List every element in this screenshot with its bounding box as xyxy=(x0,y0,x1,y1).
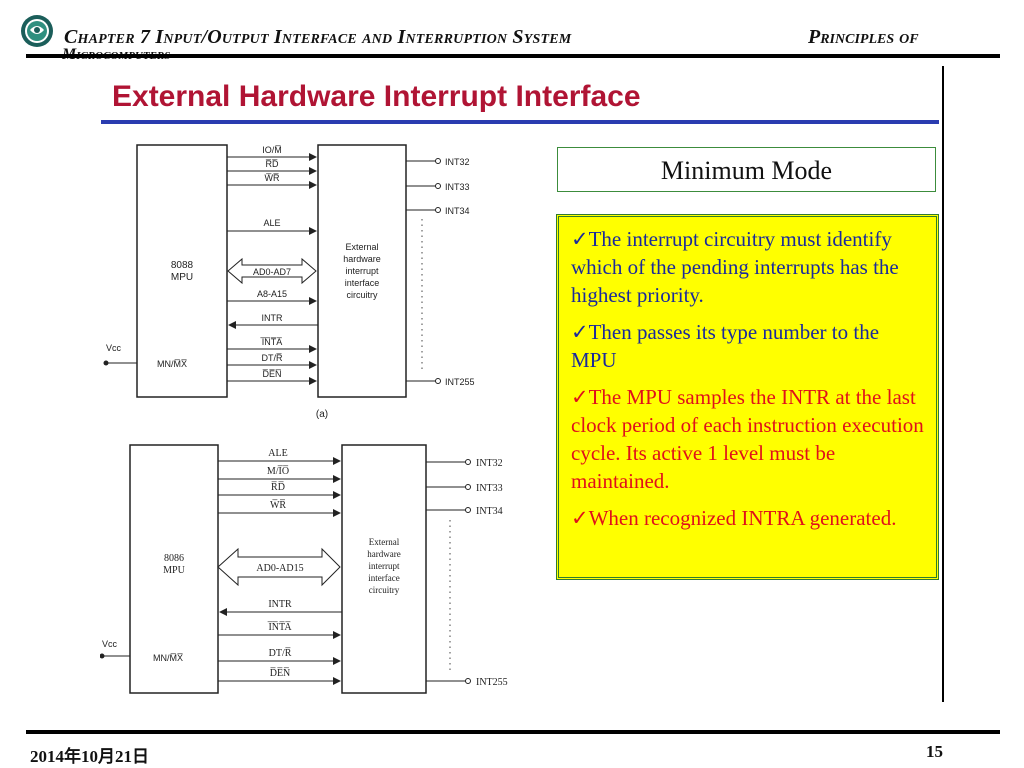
signal-a: R̅D̅ xyxy=(265,159,279,169)
signal-a: IO/M̅ xyxy=(262,145,282,155)
circuit-label-a-2: hardware xyxy=(343,254,381,264)
signal-a: W̅R̅ xyxy=(265,173,280,183)
cpu-label-b-line2: MPU xyxy=(163,565,185,576)
circuit-block-b xyxy=(341,444,427,694)
bullet-item: ✓Then passes its type number to the MPU xyxy=(571,320,880,372)
cpu-block-b xyxy=(129,444,219,694)
signal-a: AD0-AD7 xyxy=(253,267,291,277)
title-underline xyxy=(101,120,939,124)
circuit-label-b-4: interface xyxy=(368,573,399,583)
signal-a: INTR xyxy=(262,313,283,323)
signal-b: I̅N̅T̅A̅ xyxy=(267,622,292,633)
circuit-label-a-4: interface xyxy=(345,278,380,288)
signal-a: D̅E̅N̅ xyxy=(262,369,281,379)
header-course: Principles of xyxy=(808,26,919,48)
circuit-label-b-3: interrupt xyxy=(369,561,400,571)
int-label-b: INT255 xyxy=(476,677,508,688)
int-label-b: INT34 xyxy=(476,506,503,517)
int-label-a: INT34 xyxy=(445,206,470,216)
slide-title: External Hardware Interrupt Interface xyxy=(112,80,641,113)
signal-a: I̅N̅T̅A̅ xyxy=(260,337,282,347)
bullet-item: ✓The MPU samples the INTR at the last cl… xyxy=(571,385,924,493)
cpu-block-a xyxy=(136,144,228,398)
circuit-label-a-3: interrupt xyxy=(345,266,379,276)
footer-date: 2014年10月21日 xyxy=(30,747,149,766)
diagram-a-caption: (a) xyxy=(316,409,328,420)
mode-label-box: Minimum Mode xyxy=(557,147,936,192)
circuit-label-b-2: hardware xyxy=(367,549,400,559)
diagram-b: 8086 MPU MN/M̅X̅ External hardware inter… xyxy=(100,444,508,694)
signal-b: INTR xyxy=(268,599,292,610)
university-logo-icon xyxy=(21,15,53,47)
circuit-label-a-5: circuitry xyxy=(347,290,378,300)
diagram-a: 8088 MPU MN/M̅X̅ External hardware inter… xyxy=(103,144,475,420)
bullet-item: ✓The interrupt circuitry must identify w… xyxy=(571,227,899,307)
vcc-label-a: Vcc xyxy=(106,343,122,353)
signal-a: A8-A15 xyxy=(257,289,287,299)
signal-b: R̅D̅ xyxy=(271,482,285,493)
cpu-label-a-line2: MPU xyxy=(171,272,193,283)
circuit-label-a-1: External xyxy=(345,242,378,252)
signal-b: M/I̅O̅ xyxy=(267,466,289,477)
cpu-label-a-line1: 8088 xyxy=(171,260,194,271)
int-label-b: INT32 xyxy=(476,458,503,469)
signal-b: AD0-AD15 xyxy=(256,563,303,574)
header-chapter: Chapter 7 Input/Output Interface and Int… xyxy=(64,26,572,48)
circuit-label-b-5: circuitry xyxy=(369,585,400,595)
int-label-a: INT32 xyxy=(445,157,470,167)
vertical-divider xyxy=(942,66,944,702)
int-label-a: INT255 xyxy=(445,377,475,387)
header-divider xyxy=(26,54,1000,58)
signal-b: W̅R̅ xyxy=(270,500,286,511)
signal-b: D̅E̅N̅ xyxy=(270,668,291,679)
footer-divider xyxy=(26,730,1000,734)
circuit-block-a xyxy=(317,144,407,398)
bullet-box: ✓The interrupt circuitry must identify w… xyxy=(556,214,939,580)
page-number: 15 xyxy=(926,742,943,761)
mnmx-label-a: MN/M̅X̅ xyxy=(157,359,187,369)
signal-b: ALE xyxy=(268,448,287,459)
mnmx-label-b: MN/M̅X̅ xyxy=(153,653,183,663)
bullet-item: ✓When recognized INTRA generated. xyxy=(571,506,897,530)
vcc-label-b: Vcc xyxy=(102,639,118,649)
cpu-label-b-line1: 8086 xyxy=(164,553,184,564)
int-label-a: INT33 xyxy=(445,182,470,192)
circuit-label-b-1: External xyxy=(369,537,400,547)
int-label-b: INT33 xyxy=(476,483,503,494)
interrupt-interface-diagram: 8088 MPU MN/M̅X̅ External hardware inter… xyxy=(100,144,508,694)
signal-a: DT/R̅ xyxy=(262,353,283,363)
signal-a: ALE xyxy=(263,218,280,228)
signal-b: DT/R̅ xyxy=(269,648,292,659)
